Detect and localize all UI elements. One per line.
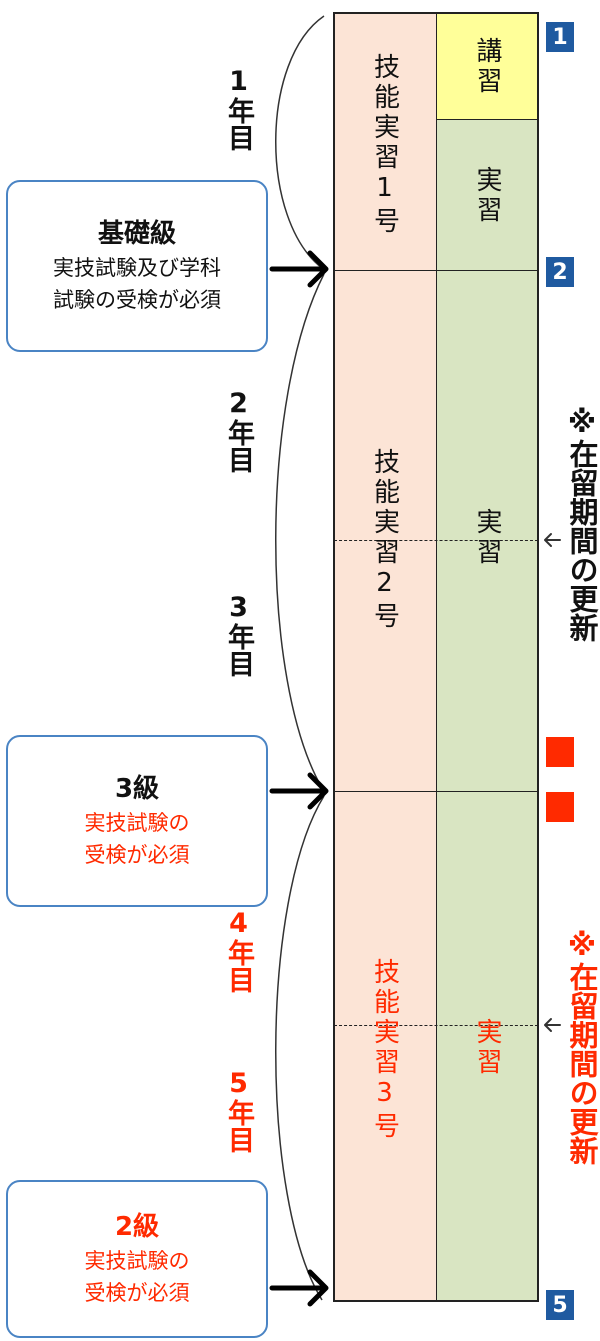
training-3-label: 技能実習3号 xyxy=(369,958,400,1142)
exam-title-basic: 基礎級 xyxy=(97,219,176,249)
exam-desc-grade2-2: 受検が必須 xyxy=(84,1281,190,1305)
practice-column-bg xyxy=(437,119,538,1301)
exam-box-grade3: 3級 実技試験の 受検が必須 xyxy=(6,735,268,907)
renewal-note-2: ※在留期間の更新 xyxy=(565,928,599,1165)
exam-arrow-grade2 xyxy=(269,1269,329,1307)
exam-arrow-basic xyxy=(269,250,329,288)
renewal-arrow-2 xyxy=(544,1018,561,1032)
year-label-5: 5年目 xyxy=(223,1068,254,1153)
practice-3-label: 実習 xyxy=(472,1018,502,1078)
exam-box-grade2: 2級 実技試験の 受検が必須 xyxy=(6,1180,268,1338)
exam-desc-basic-2: 試験の受検が必須 xyxy=(53,288,221,312)
marker-badge-3: 3 xyxy=(546,737,574,767)
stage-divider-1 xyxy=(334,270,538,271)
practice-1-label: 実習 xyxy=(472,166,502,226)
lecture-cell-bg xyxy=(437,13,538,119)
renewal-dashed-line-1 xyxy=(334,540,538,541)
exam-desc-grade2-1: 実技試験の xyxy=(84,1249,190,1273)
stage-divider-2 xyxy=(334,791,538,792)
training-3-cell: 技能実習3号 xyxy=(334,940,436,1160)
practice-2-label: 実習 xyxy=(472,508,502,568)
year-brace-curve-2 xyxy=(275,273,325,789)
year-label-4: 4年目 xyxy=(223,908,254,993)
year-label-3: 3年目 xyxy=(223,592,254,677)
year-label-1: 1年目 xyxy=(223,66,254,151)
renewal-dashed-line-2 xyxy=(334,1025,538,1026)
lecture-cell: 講習 xyxy=(437,24,538,110)
exam-arrow-grade3 xyxy=(269,772,329,810)
marker-badge-4: 4 xyxy=(546,792,574,822)
renewal-note-1: ※在留期間の更新 xyxy=(565,405,599,642)
practice-3-cell: 実習 xyxy=(437,1000,538,1096)
exam-desc-grade3-2: 受検が必須 xyxy=(84,843,190,867)
marker-badge-1: 1 xyxy=(546,22,574,52)
marker-badge-2: 2 xyxy=(546,257,574,287)
year-label-2: 2年目 xyxy=(223,388,254,473)
year-brace-curve-3 xyxy=(275,795,325,1301)
exam-desc-grade3-1: 実技試験の xyxy=(84,811,190,835)
marker-badge-5: 5 xyxy=(546,1290,574,1320)
renewal-arrow-1 xyxy=(544,533,561,547)
exam-title-grade3: 3級 xyxy=(114,774,160,804)
column-divider xyxy=(436,13,437,1301)
exam-desc-basic-1: 実技試験及び学科 xyxy=(53,256,221,280)
training-column-bg xyxy=(334,13,437,1301)
lecture-label: 講習 xyxy=(472,37,502,97)
lecture-divider xyxy=(437,119,538,120)
training-1-cell: 技能実習1号 xyxy=(334,40,436,250)
practice-1-cell: 実習 xyxy=(437,150,538,242)
exam-title-grade2: 2級 xyxy=(114,1212,160,1242)
exam-box-basic: 基礎級 実技試験及び学科 試験の受検が必須 xyxy=(6,180,268,352)
year-brace-curve-1 xyxy=(275,15,325,269)
training-1-label: 技能実習1号 xyxy=(369,53,400,237)
training-2-label: 技能実習2号 xyxy=(369,448,400,632)
training-2-cell: 技能実習2号 xyxy=(334,430,436,650)
practice-2-cell: 実習 xyxy=(437,490,538,586)
